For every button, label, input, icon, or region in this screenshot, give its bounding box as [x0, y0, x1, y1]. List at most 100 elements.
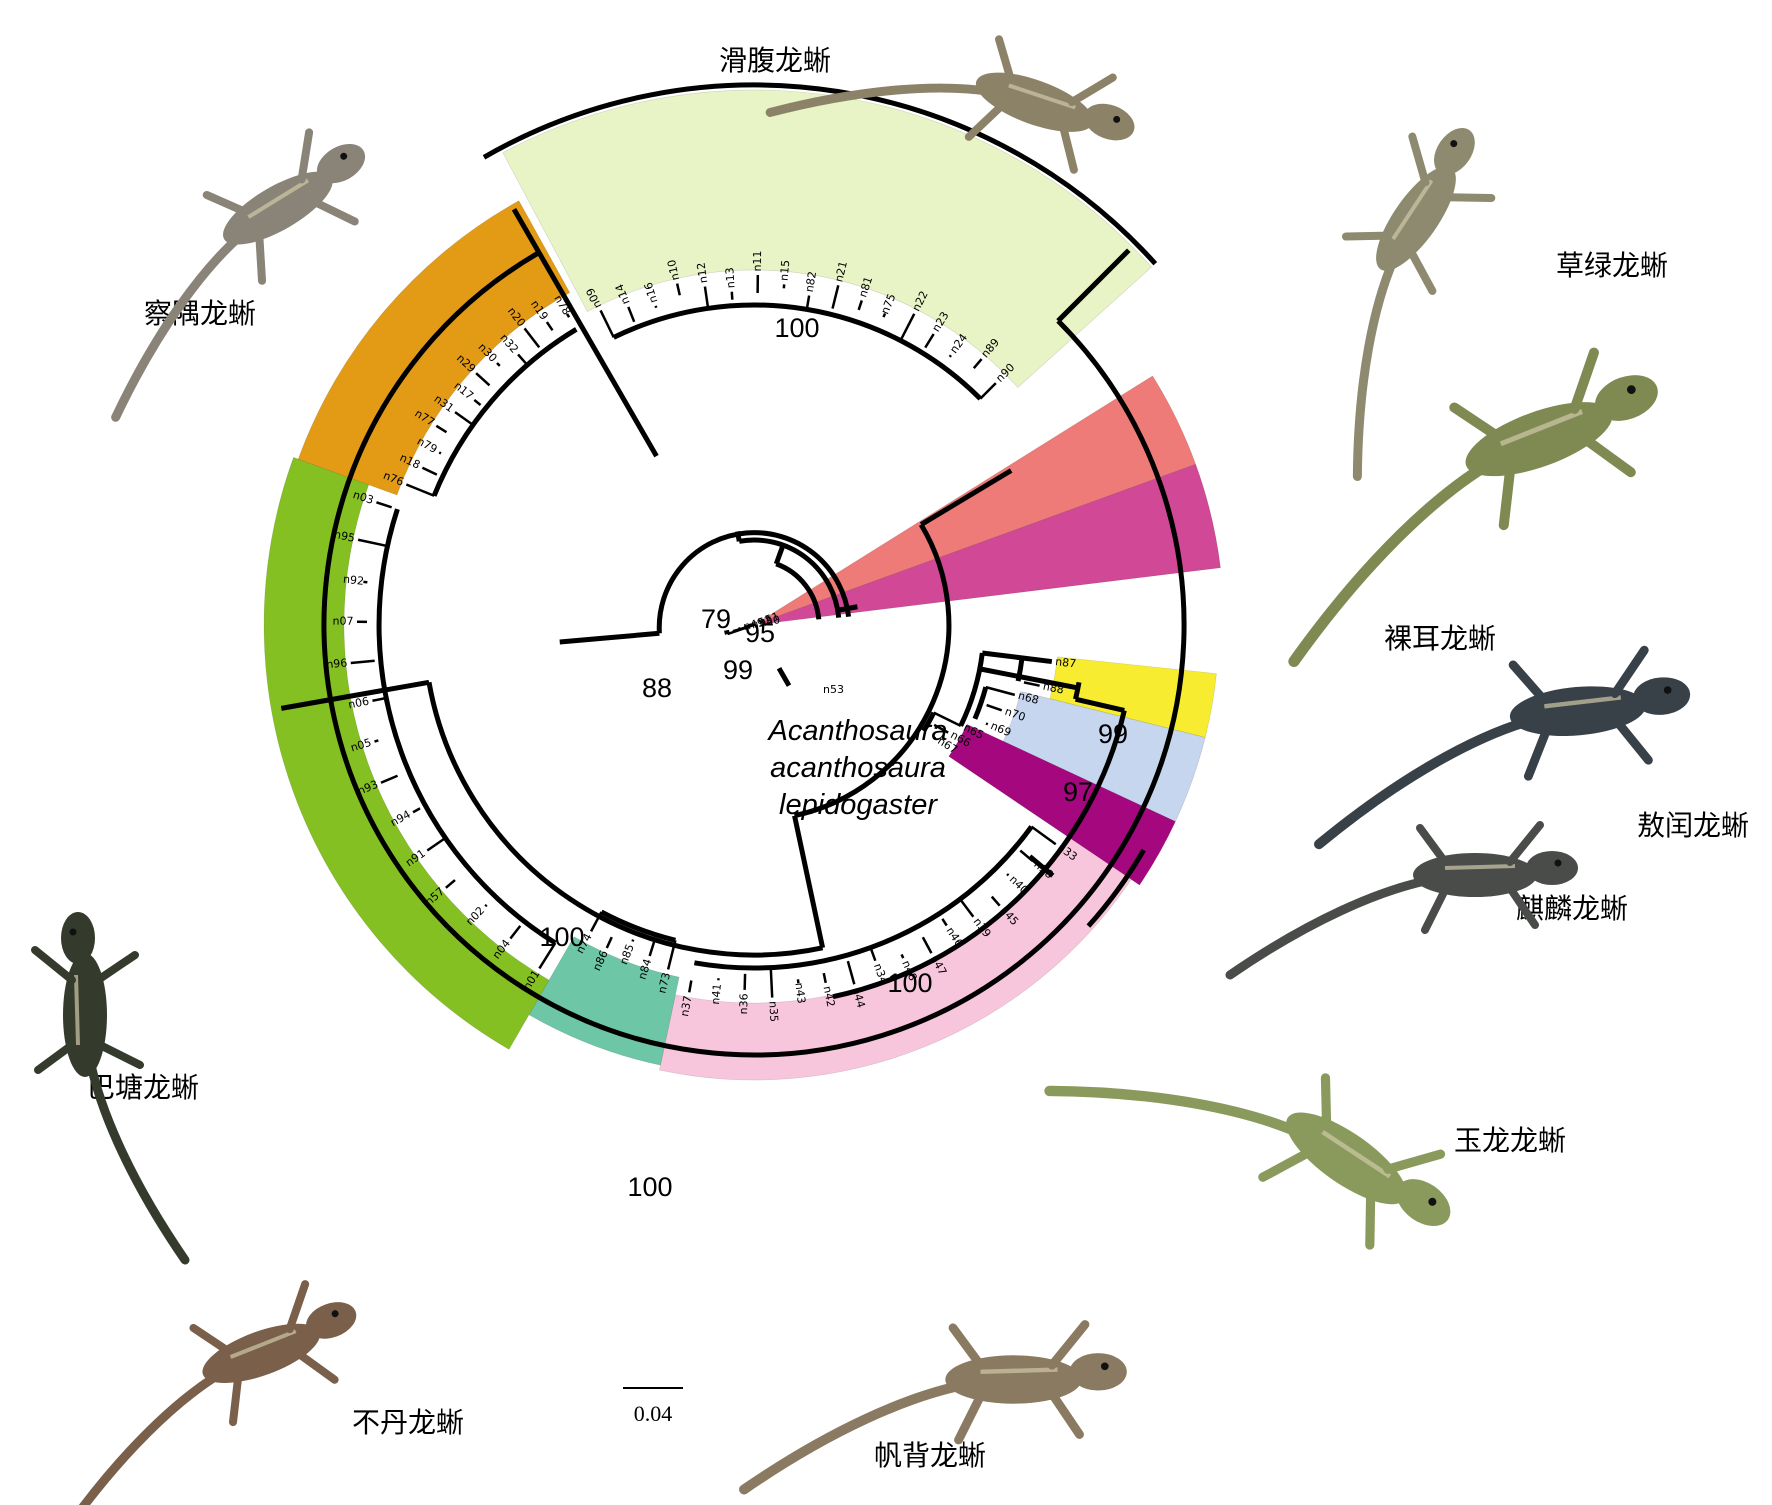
tip-label: n52 [750, 613, 774, 631]
lizard-stripe [1499, 409, 1584, 447]
inner-branch [837, 604, 858, 613]
tip-branch [648, 940, 656, 957]
lizard-head [61, 912, 95, 964]
clade-label-9: 巴塘龙蜥 [87, 1071, 199, 1104]
tip-label: n95 [333, 528, 356, 545]
backbone-branch [1074, 696, 1125, 713]
lizard-photo-10 [111, 128, 366, 422]
lizard-body [1286, 1112, 1407, 1205]
tip-branch [350, 659, 375, 665]
lizard-photo-5 [1225, 821, 1578, 980]
tip-branch [822, 972, 827, 984]
tip-branch [882, 312, 887, 318]
clade-backbone [972, 686, 989, 720]
tip-branch [438, 451, 442, 455]
tip-label: n03 [351, 488, 375, 507]
tip-branch [376, 501, 393, 509]
lizard-photo-1 [765, 35, 1135, 174]
lizard-leg [1383, 1149, 1446, 1174]
tip-branch [933, 736, 937, 740]
tip-label: n35 [766, 1001, 780, 1023]
clade-label-7: 帆背龙蜥 [874, 1439, 986, 1472]
backbone-arc [321, 250, 1187, 1058]
tip-label: n50 [758, 613, 781, 630]
bootstrap-value: 100 [539, 922, 584, 952]
lizard-body [1465, 402, 1613, 477]
bootstrap-value: 100 [627, 1172, 672, 1202]
clade-sector-9 [263, 457, 550, 1050]
clade-sector-8 [528, 936, 680, 1066]
lizard-body [975, 72, 1094, 132]
lizard-photo-9 [31, 912, 190, 1265]
inner-branch [773, 544, 786, 565]
tip-branch [933, 711, 962, 727]
tip-branch [986, 703, 1003, 712]
tip-branch [426, 836, 447, 852]
tip-branch [435, 424, 448, 434]
bootstrap-value: 88 [642, 673, 672, 703]
lizard-leg [1421, 886, 1449, 934]
clade-label-3: 裸耳龙蜥 [1384, 622, 1496, 655]
clade-backbone [431, 327, 578, 497]
lizard-body [202, 1323, 320, 1383]
tip-branch [421, 466, 438, 476]
lizard-leg [310, 197, 359, 226]
lizard-tail [85, 1055, 190, 1265]
backbone-arc [793, 523, 952, 819]
tip-branch [769, 967, 774, 998]
lizard-leg [1523, 726, 1551, 781]
tip-branch [523, 327, 541, 349]
tip-label: n16 [642, 281, 661, 305]
tip-label: n05 [349, 736, 373, 755]
lizard-body [945, 1355, 1082, 1404]
tip-label: n12 [694, 261, 710, 284]
backbone-branch [979, 666, 1079, 691]
bootstrap-value: 79 [701, 604, 731, 634]
tip-label: n82 [803, 270, 819, 293]
clade-sector-2 [759, 375, 1197, 623]
clade-sector-6 [948, 723, 1176, 886]
tip-label: n13 [723, 267, 737, 289]
backbone-branch [919, 468, 1013, 527]
lizard-head [1396, 1179, 1451, 1227]
tip-label: n92 [342, 573, 364, 588]
tip-label: n51 [757, 610, 781, 629]
clade-label-4: 敖闰龙蜥 [1637, 809, 1749, 842]
inner-arc [738, 537, 842, 618]
lizard-stripe [1544, 695, 1622, 709]
clade-backbone [376, 508, 557, 946]
backbone-branch [1028, 854, 1055, 878]
tip-branch [654, 305, 658, 309]
lizard-tail [739, 1380, 969, 1495]
lizard-leg [202, 190, 250, 216]
clade-sector-7 [659, 835, 1132, 1081]
backbone-branch [280, 679, 430, 711]
lizard-photo-7 [739, 1320, 1127, 1495]
backbone-arc [426, 681, 824, 958]
lizard-tail [60, 1368, 226, 1505]
clade-sector-1 [502, 89, 1153, 388]
tip-branch [687, 980, 693, 993]
lizard-eye [69, 928, 77, 936]
clade-label-10: 察隅龙蜥 [144, 297, 256, 330]
lizard-leg [229, 1373, 243, 1427]
lizard-leg [1416, 824, 1449, 866]
lizard-eye [1113, 115, 1121, 123]
lizard-tail [1225, 875, 1435, 980]
tip-branch [1023, 681, 1040, 687]
lizard-eye [1626, 385, 1636, 394]
lizard-leg [954, 1391, 985, 1445]
tip-branch [405, 483, 435, 497]
clade-label-6: 玉龙龙蜥 [1454, 1124, 1566, 1157]
tip-branch [972, 358, 983, 370]
lizard-head [1434, 127, 1475, 175]
lizard-leg [1610, 645, 1649, 698]
lizard-leg [1059, 122, 1078, 174]
backbone-arc [482, 82, 1158, 266]
backbone-arc [1073, 681, 1082, 700]
tip-branch [959, 898, 975, 918]
lizard-eye [340, 152, 348, 160]
lizard-leg [1508, 660, 1549, 705]
lizard-leg [96, 1041, 144, 1069]
